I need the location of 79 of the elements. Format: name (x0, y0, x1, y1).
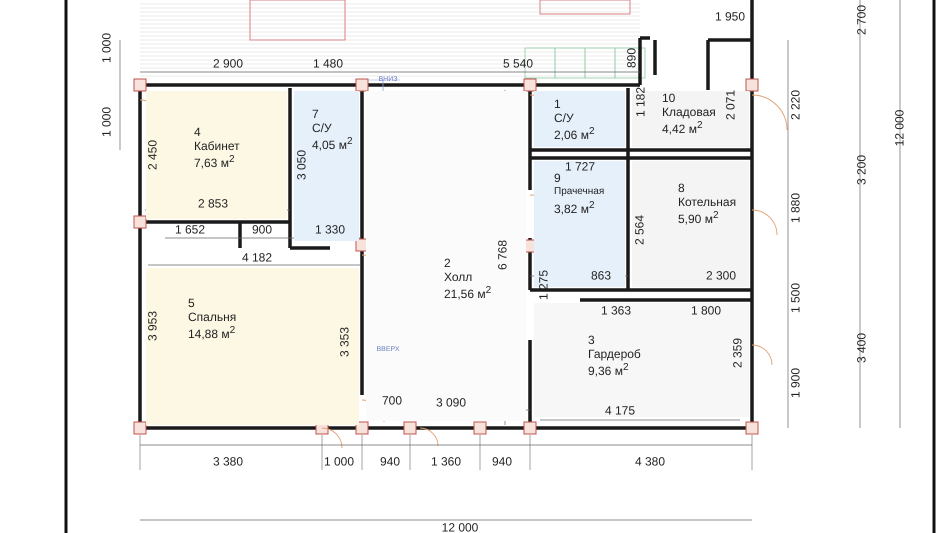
room-area: 14,88 м$^{2}$ (188, 324, 236, 341)
dimension-label: 1 360 (430, 456, 462, 468)
dimension-label: 700 (382, 394, 402, 408)
room-area: 9,36 м$^{2}$ (588, 361, 629, 378)
room-number: 1 (554, 97, 561, 111)
dimension-label: 1 182 (634, 86, 648, 118)
dimension-label: 5 540 (502, 58, 534, 70)
room-area: 3,82 м$^{2}$ (554, 199, 595, 216)
dimension-label: 3 953 (146, 310, 160, 342)
room-area (294, 91, 359, 241)
dimension-label: 1 950 (714, 10, 746, 24)
room-number: 7 (312, 107, 319, 121)
dimension-label: 1 363 (600, 304, 632, 318)
dimension-label: 1 480 (312, 58, 344, 70)
dimension-label: 1 727 (564, 160, 596, 174)
dimension-label: 2 900 (212, 58, 244, 70)
room-area: 21,56 м$^{2}$ (444, 284, 492, 301)
dimension-label: 12 000 (442, 522, 478, 533)
dimension-label: 4 182 (242, 252, 272, 264)
dimension-label: 2 359 (732, 338, 744, 368)
room-number: 9 (554, 171, 561, 185)
room-area (366, 91, 526, 421)
dimension-label: 900 (252, 224, 272, 236)
dimension-label: 3 400 (856, 332, 868, 364)
room-name: Спальня (188, 310, 236, 324)
dimension-label: 1 000 (100, 32, 114, 64)
room-number: 3 (588, 333, 595, 347)
dimension-label: 3 050 (296, 150, 308, 180)
room-number: 8 (678, 181, 685, 195)
room-area: 7,63 м$^{2}$ (194, 153, 235, 170)
room-area (146, 91, 287, 219)
dimension-label: 3 380 (212, 456, 244, 468)
room-area (534, 303, 749, 417)
dimension-label: 2 071 (724, 90, 738, 120)
room-name: Кладовая (662, 105, 716, 119)
dimension-label: 1 330 (314, 224, 346, 236)
dimension-label: 2 564 (634, 214, 646, 246)
dimension-label: 1 880 (790, 192, 802, 224)
dimension-label: 1 900 (790, 368, 802, 398)
room-name: Холл (444, 270, 472, 284)
room-name: С/У (312, 121, 332, 135)
room-number: 2 (444, 256, 451, 270)
room-name: Кабинет (194, 139, 240, 153)
dimension-label: 2 853 (198, 198, 228, 210)
dimension-label: 12 000 (894, 110, 906, 146)
room-name: Котельная (678, 195, 736, 209)
dimension-label: 1 500 (790, 282, 802, 314)
room-name: С/У (554, 111, 574, 125)
dimension-label: 1 000 (100, 106, 114, 138)
dimension-label: 940 (492, 456, 512, 468)
dimension-label: 3 090 (436, 396, 466, 410)
dimension-label: 4 380 (634, 456, 666, 468)
dimension-label: 940 (380, 456, 400, 468)
dimension-label: 3 353 (338, 326, 352, 358)
room-area: 4,42 м$^{2}$ (662, 119, 703, 136)
room-number: 10 (662, 91, 676, 105)
dimension-label: 6 768 (496, 240, 510, 270)
room-area: 4,05 м$^{2}$ (312, 135, 353, 152)
dimension-label: 1 800 (690, 304, 722, 318)
room-number: 5 (188, 296, 195, 310)
dimension-label: 1 652 (174, 224, 206, 236)
dimension-label: 1 275 (538, 270, 550, 300)
dimension-label: 4 175 (604, 404, 636, 418)
dimension-label: 3 200 (856, 154, 868, 186)
dimension-label: 863 (590, 270, 612, 282)
room-area: 2,06 м$^{2}$ (554, 125, 595, 142)
room-area (632, 161, 749, 287)
dimension-label: 2 700 (856, 4, 868, 36)
room-name: Гардероб (588, 347, 641, 361)
room-number: 4 (194, 125, 201, 139)
dimension-label: 2 220 (790, 90, 802, 120)
dimension-label: 1 000 (324, 456, 354, 468)
room-area (534, 91, 625, 147)
room-area: 5,90 м$^{2}$ (678, 209, 719, 226)
dimension-label: 2 300 (706, 270, 736, 282)
dimension-label: 890 (626, 48, 638, 68)
room-area (146, 268, 359, 425)
dimension-label: 2 450 (146, 140, 160, 170)
room-name: Прачечная (554, 185, 604, 199)
